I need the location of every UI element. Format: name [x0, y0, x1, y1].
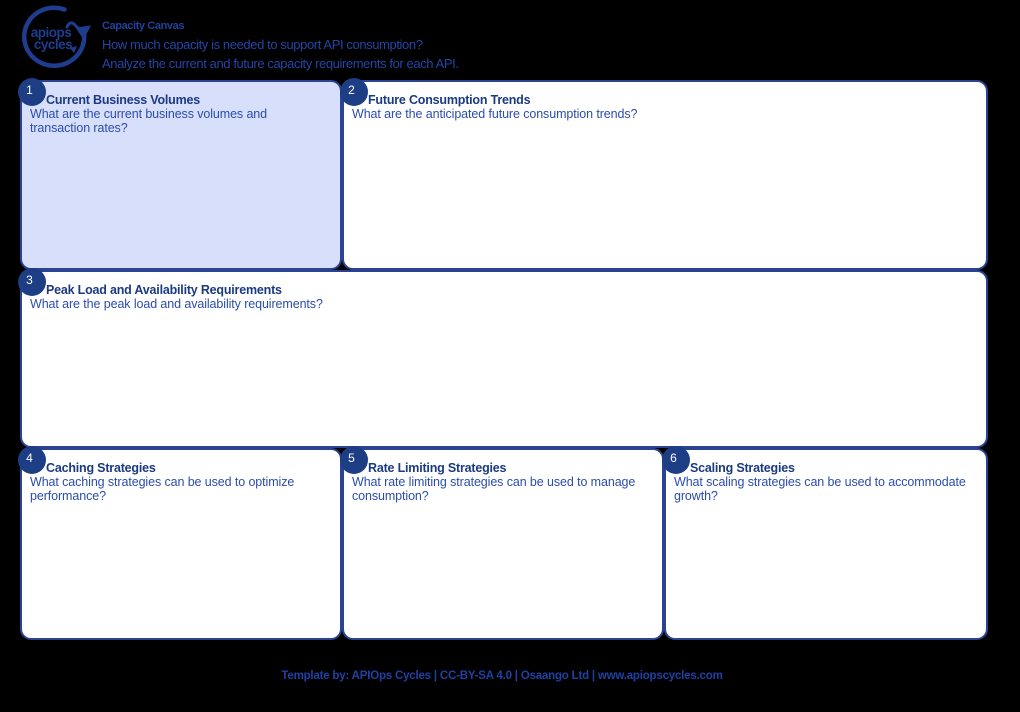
apiops-cycles-logo: apiops cycles [21, 5, 91, 68]
card-title: Scaling Strategies [690, 461, 795, 475]
card-number-badge: 4 [18, 446, 46, 474]
card-future-consumption-trends: 2 Future Consumption Trends What are the… [340, 78, 988, 270]
logo-text-line1: apiops [31, 25, 72, 40]
card-scaling-strategies: 6 Scaling Strategies What scaling strate… [662, 446, 988, 640]
card-question: What are the peak load and availability … [30, 297, 323, 311]
canvas-title: Capacity Canvas [102, 20, 185, 32]
card-number-badge: 5 [340, 446, 368, 474]
canvas-instruction: Analyze the current and future capacity … [102, 56, 459, 71]
card-title: Current Business Volumes [46, 93, 201, 107]
license-attribution: Template by: APIOps Cycles | CC-BY-SA 4.… [281, 670, 723, 682]
card-number-badge: 1 [18, 78, 46, 106]
logo-arrowhead [75, 25, 91, 40]
card-title: Caching Strategies [46, 461, 156, 475]
card-peak-load-availability: 3 Peak Load and Availability Requirement… [18, 268, 988, 448]
card-current-business-volumes: 1 Current Business Volumes What are the … [18, 78, 342, 270]
card-rate-limiting-strategies: 5 Rate Limiting Strategies What rate lim… [340, 446, 664, 640]
card-number-badge: 3 [18, 268, 46, 296]
card-title: Peak Load and Availability Requirements [46, 283, 282, 297]
card-question: What caching strategies can be used to o… [30, 475, 295, 503]
logo-text-line2: cycles [34, 37, 72, 52]
card-title: Rate Limiting Strategies [368, 461, 507, 475]
card-question: What are the anticipated future consumpt… [352, 107, 638, 121]
card-question: What scaling strategies can be used to a… [674, 475, 966, 503]
card-question: What rate limiting strategies can be use… [352, 475, 636, 503]
logo-small-arrow [70, 46, 77, 53]
card-title: Future Consumption Trends [368, 93, 531, 107]
card-number-badge: 2 [340, 78, 368, 106]
card-caching-strategies: 4 Caching Strategies What caching strate… [18, 446, 342, 640]
card-question: What are the current business volumes an… [30, 107, 267, 135]
logo-swirl [65, 21, 80, 30]
canvas-question: How much capacity is needed to support A… [102, 37, 423, 52]
card-number-badge: 6 [662, 446, 690, 474]
logo-circle-arrow [21, 5, 87, 68]
